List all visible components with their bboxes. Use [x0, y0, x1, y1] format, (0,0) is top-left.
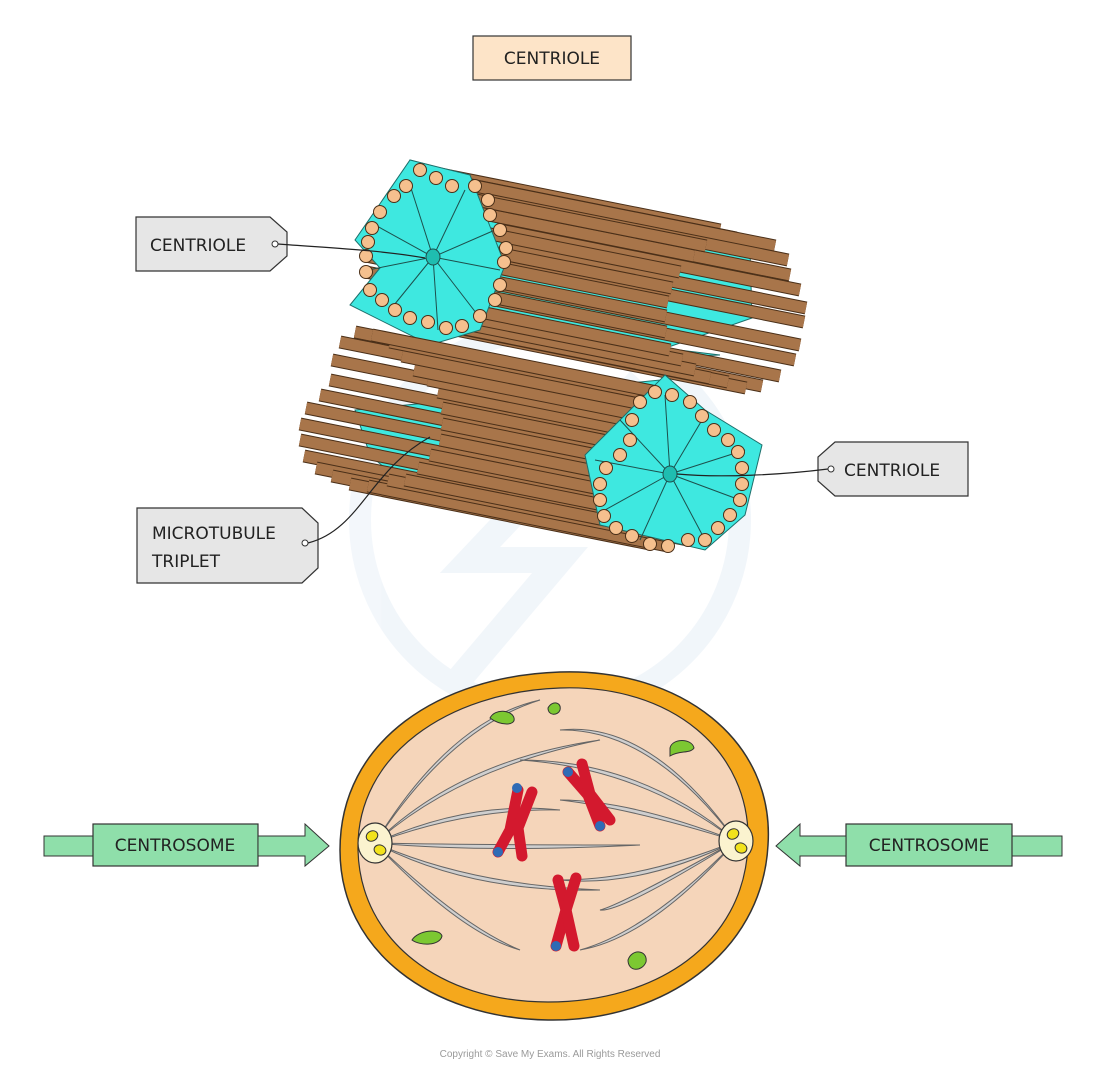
microtubule-end: [599, 461, 613, 475]
microtubule-end: [593, 493, 607, 507]
microtubule-end: [623, 433, 637, 447]
label-text-centrosome-right: CENTROSOME: [869, 836, 990, 856]
microtubule-end: [593, 477, 607, 491]
microtubule-end: [483, 208, 497, 222]
microtubule-end: [455, 319, 469, 333]
microtubule-end: [735, 477, 749, 491]
microtubule-end: [497, 255, 511, 269]
microtubule-fill: [370, 329, 674, 401]
microtubule-end: [481, 193, 495, 207]
microtubule-end: [661, 539, 675, 553]
microtubule-end: [499, 241, 513, 255]
microtubule-end: [363, 283, 377, 297]
microtubule-end: [445, 179, 459, 193]
microtubule-end: [429, 171, 443, 185]
spindle-fibre: [559, 728, 737, 842]
microtubule-end: [373, 205, 387, 219]
microtubule-end: [613, 448, 627, 462]
microtubule-group-bottom: [298, 325, 744, 553]
spindle-fibre: [374, 842, 601, 891]
microtubule-end: [695, 409, 709, 423]
microtubule-fill: [504, 242, 808, 314]
microtubule-end: [648, 385, 662, 399]
microtubule-end: [403, 311, 417, 325]
label-text-centrosome-left: CENTROSOME: [115, 836, 236, 856]
microtubule-end: [365, 221, 379, 235]
microtubule-end: [733, 493, 747, 507]
microtubule-end: [711, 521, 725, 535]
microtubule-end: [388, 303, 402, 317]
microtubule-end: [375, 293, 389, 307]
label-text-microtubule-2: TRIPLET: [151, 552, 221, 572]
chromosome-3: [550, 872, 582, 952]
spindle-fibre: [374, 739, 601, 844]
microtubule-end: [683, 395, 697, 409]
microtubule-end: [633, 395, 647, 409]
microtubule-end: [643, 537, 657, 551]
chromosome-2: [562, 758, 616, 832]
centriole-top: [349, 159, 808, 395]
spindle-fibre: [519, 759, 737, 842]
microtubule-end: [359, 249, 373, 263]
centriole-bottom: [298, 325, 763, 553]
label-centriole-right: CENTRIOLE: [676, 441, 969, 497]
microtubule-end: [597, 509, 611, 523]
microtubule-end: [665, 388, 679, 402]
microtubule-end: [413, 163, 427, 177]
microtubule-ends-top: [359, 163, 513, 335]
page-title: CENTRIOLE: [504, 49, 600, 69]
microtubule-end: [439, 321, 453, 335]
spindle-fibre: [374, 699, 541, 844]
dividing-cell: [339, 671, 770, 1021]
centrosome-left-pole: [357, 822, 393, 864]
label-microtubule-triplet: MICROTUBULE TRIPLET: [136, 436, 431, 584]
title-box: CENTRIOLE: [472, 35, 632, 81]
label-text-microtubule-1: MICROTUBULE: [152, 524, 276, 544]
microtubule-fill: [366, 480, 670, 552]
microtubule-end: [625, 413, 639, 427]
microtubule-end: [698, 533, 712, 547]
microtubule-end: [387, 189, 401, 203]
chromosome-1: [492, 783, 538, 862]
microtubule-end: [493, 278, 507, 292]
microtubule-end: [723, 508, 737, 522]
spindle-fibre: [579, 840, 737, 951]
microtubule-fill: [502, 256, 806, 328]
arrow-centrosome-left: CENTROSOME: [43, 822, 330, 868]
microtubule-end: [731, 445, 745, 459]
microtubule-end: [681, 533, 695, 547]
spindle-fibre: [374, 807, 561, 844]
microtubule-end: [707, 423, 721, 437]
spindle-fibre: [559, 799, 737, 842]
microtubule-ends-bottom: [593, 385, 749, 553]
spindle-fibres: [374, 699, 737, 951]
microtubule-end: [625, 529, 639, 543]
microtubule-end: [361, 235, 375, 249]
microtubule-end: [399, 179, 413, 193]
microtubule-end: [421, 315, 435, 329]
arrow-centrosome-right: CENTROSOME: [775, 822, 1063, 868]
spindle-fibre: [374, 842, 521, 951]
organelles: [411, 702, 695, 970]
label-centriole-top: CENTRIOLE: [135, 216, 426, 272]
microtubule-end: [468, 179, 482, 193]
spindle-fibre: [599, 840, 737, 911]
microtubule-end: [735, 461, 749, 475]
microtubule-fill: [473, 180, 777, 252]
microtubule-end: [721, 433, 735, 447]
microtubule-end: [493, 223, 507, 237]
microtubule-end: [609, 521, 623, 535]
label-text-centriole-right: CENTRIOLE: [844, 461, 940, 481]
microtubule-end: [359, 265, 373, 279]
microtubule-end: [473, 309, 487, 323]
label-text-centriole-top: CENTRIOLE: [150, 236, 246, 256]
centrosome-right-pole: [718, 820, 754, 862]
copyright-text: Copyright © Save My Exams. All Rights Re…: [440, 1049, 661, 1060]
microtubule-end: [488, 293, 502, 307]
